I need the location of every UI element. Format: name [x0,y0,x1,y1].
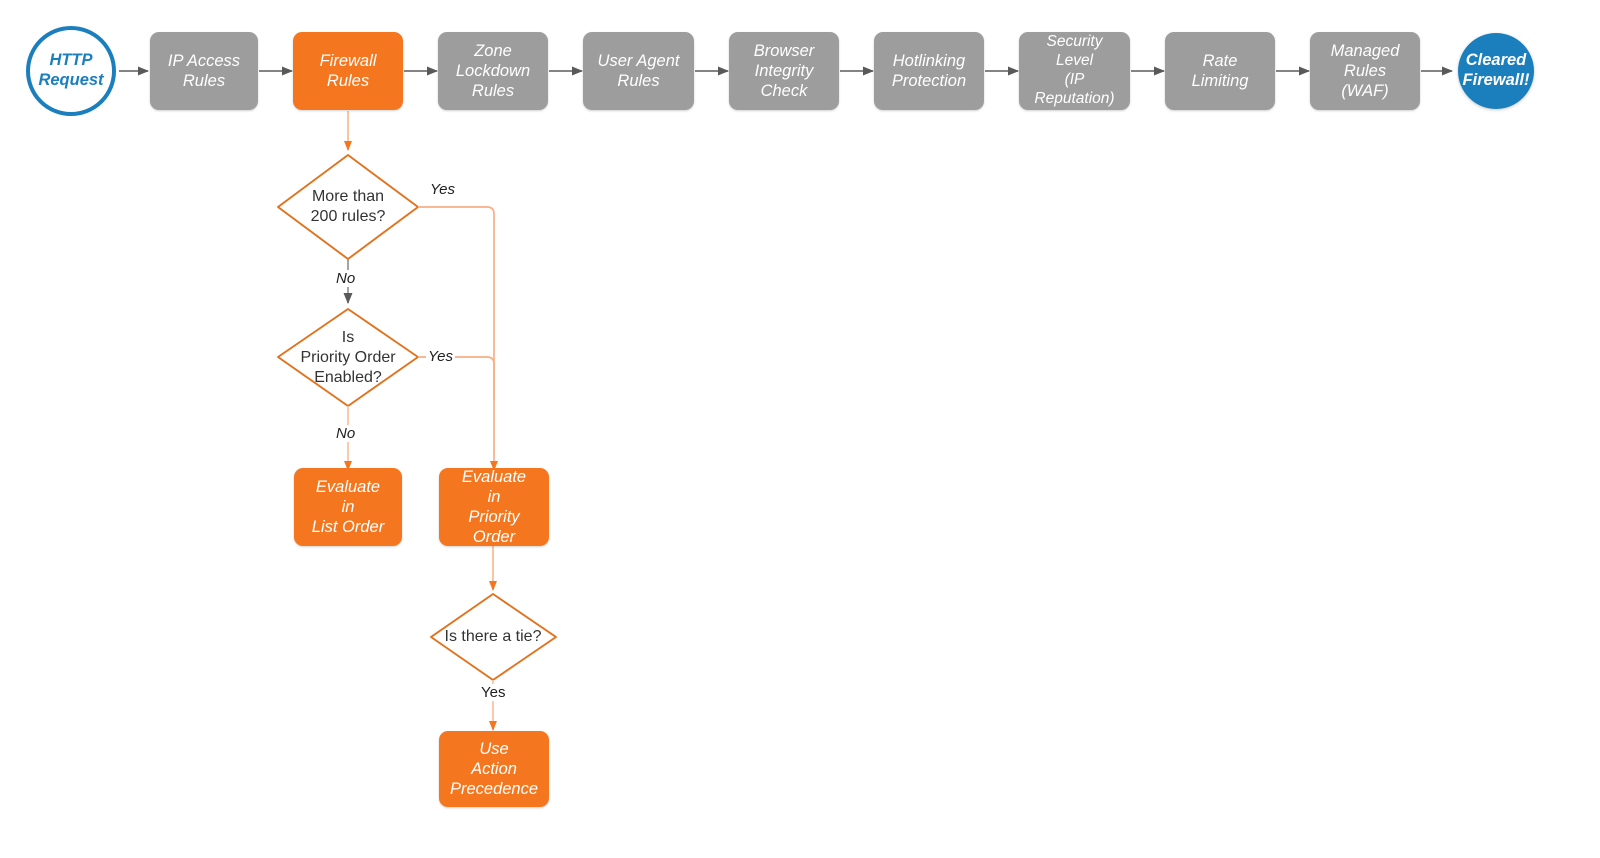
decision-is-there-a-tie-label: Is there a tie? [444,628,542,646]
node-use-action-precedence-label: Use Action Precedence [449,739,539,799]
diamond-is-priority-order-enabled [277,308,419,407]
node-use-action-precedence[interactable]: Use Action Precedence [439,731,549,807]
node-firewall-rules[interactable]: Firewall Rules [293,32,403,110]
edge-label-priority-yes: Yes [426,348,456,365]
node-evaluate-in-priority-order-label: Evaluate in Priority Order [461,467,527,547]
node-user-agent-rules-label: User Agent Rules [597,51,680,90]
node-user-agent-rules[interactable]: User Agent Rules [583,32,694,110]
node-security-level[interactable]: Security Level (IP Reputation) [1019,32,1130,110]
node-rate-limiting-label: Rate Limiting [1191,51,1249,90]
decision-is-priority-order-enabled-label: Is Priority Order Enabled? [300,329,396,386]
node-managed-rules-waf[interactable]: Managed Rules (WAF) [1310,32,1420,110]
edge-200rules-yes [418,206,498,471]
node-evaluate-in-list-order-label: Evaluate in List Order [311,477,385,537]
node-security-level-label: Security Level (IP Reputation) [1034,33,1115,107]
node-ip-access-rules-label: IP Access Rules [167,51,241,90]
node-firewall-rules-label: Firewall Rules [319,51,377,90]
node-rate-limiting[interactable]: Rate Limiting [1165,32,1275,110]
node-http-request-label: HTTP Request [38,51,104,89]
node-http-request[interactable]: HTTP Request [26,26,116,116]
node-ip-access-rules[interactable]: IP Access Rules [150,32,258,110]
decision-more-than-200-rules-label: More than 200 rules? [310,188,386,225]
node-hotlinking-protection-label: Hotlinking Protection [891,51,967,90]
node-cleared-firewall[interactable]: Cleared Firewall! [1458,33,1534,109]
edge-label-tie-yes: Yes [479,684,508,701]
node-managed-rules-waf-label: Managed Rules (WAF) [1330,41,1400,101]
edge-label-more-rules-no: No [334,270,358,287]
node-evaluate-in-list-order[interactable]: Evaluate in List Order [294,468,402,546]
node-zone-lockdown-rules-label: Zone Lockdown Rules [455,41,531,101]
node-browser-integrity-check[interactable]: Browser Integrity Check [729,32,839,110]
node-evaluate-in-priority-order[interactable]: Evaluate in Priority Order [439,468,549,546]
edge-label-more-rules-yes: Yes [428,181,458,198]
node-cleared-firewall-label: Cleared Firewall! [1462,51,1530,89]
diamond-more-than-200-rules [277,154,419,260]
node-browser-integrity-check-label: Browser Integrity Check [753,41,815,101]
edge-label-priority-no: No [334,425,358,442]
diamond-is-there-a-tie [430,593,557,681]
node-hotlinking-protection[interactable]: Hotlinking Protection [874,32,984,110]
node-zone-lockdown-rules[interactable]: Zone Lockdown Rules [438,32,548,110]
